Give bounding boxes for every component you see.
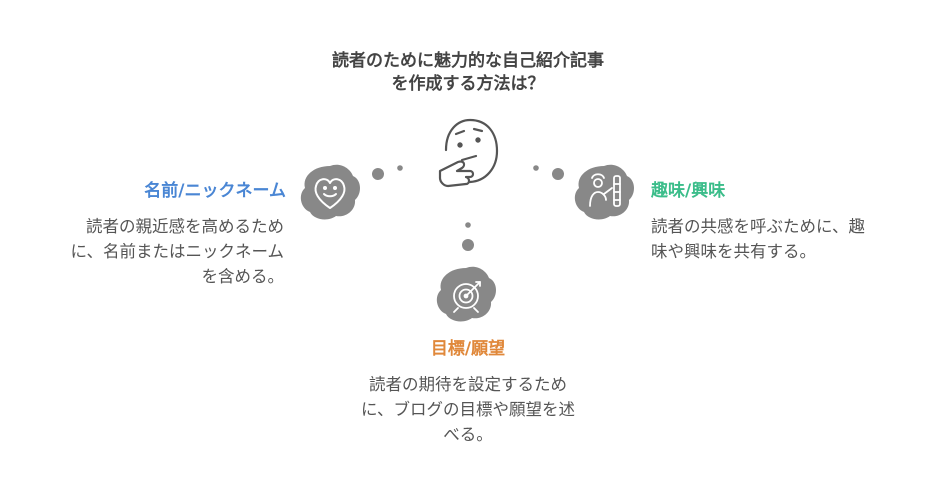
desc-line: 読者の共感を呼ぶために、趣	[651, 217, 866, 236]
heart-smile-icon	[314, 178, 346, 209]
desc-line: に、名前またはニックネーム	[70, 242, 284, 261]
node-left-heading: 名前/ニックネーム	[144, 181, 286, 201]
title-line: 読者のために魅力的な自己紹介記事	[332, 51, 604, 71]
connector-dot	[462, 239, 474, 251]
title-line: を作成する方法は？	[391, 74, 545, 94]
node-left-badge	[300, 164, 361, 220]
hobby-figure-icon	[589, 173, 621, 207]
node-right-badge	[574, 164, 635, 220]
connector-dot	[552, 168, 564, 180]
node-right-description: 読者の共感を呼ぶために、趣 味や興味を共有する。	[651, 214, 916, 264]
desc-line: 味や興味を共有する。	[651, 242, 816, 261]
connector-dot	[533, 165, 539, 171]
connector-dots	[372, 165, 564, 251]
connector-dot	[397, 165, 403, 171]
diagram-title: 読者のために魅力的な自己紹介記事 を作成する方法は？	[268, 50, 668, 96]
node-right-heading: 趣味/興味	[651, 181, 726, 201]
desc-line: を含める。	[201, 267, 285, 286]
node-bottom-description: 読者の期待を設定するため に、ブログの目標や願望を述 べる。	[328, 372, 608, 447]
desc-line: 読者の親近感を高めるため	[86, 217, 284, 236]
target-icon	[453, 281, 481, 313]
node-bottom-heading: 目標/願望	[430, 339, 506, 359]
desc-line: 読者の期待を設定するため	[369, 375, 567, 394]
connector-dot	[465, 222, 471, 228]
desc-line: べる。	[443, 425, 493, 444]
node-bottom-badge	[436, 266, 497, 322]
desc-line: に、ブログの目標や願望を述	[360, 400, 575, 419]
connector-dot	[372, 168, 384, 180]
thinking-face-icon	[438, 118, 499, 188]
node-left-description: 読者の親近感を高めるため に、名前またはニックネーム を含める。	[24, 214, 284, 289]
